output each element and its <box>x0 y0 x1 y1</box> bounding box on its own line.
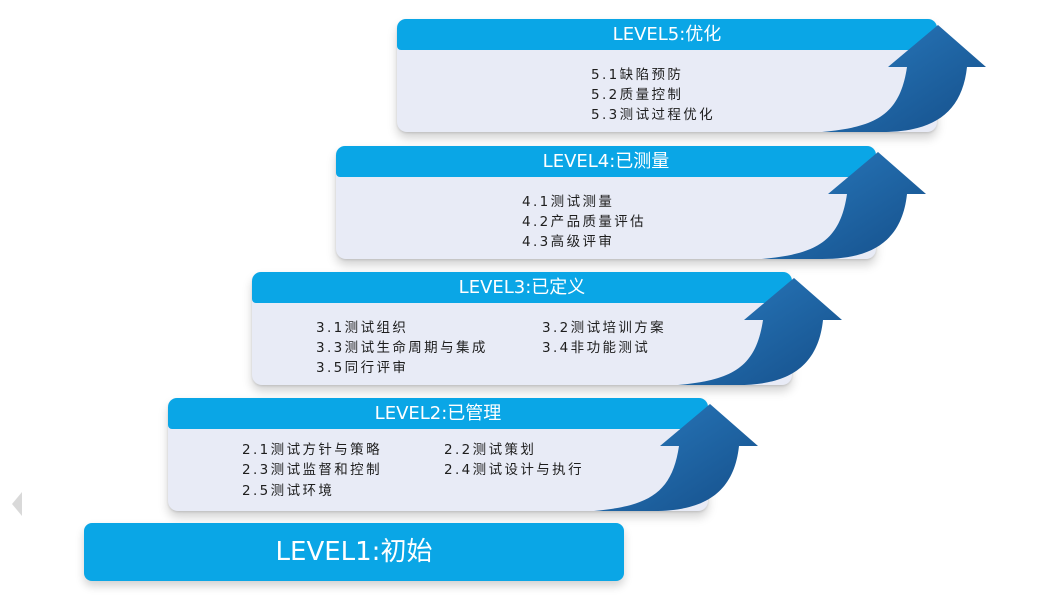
level5-item: 5.3测试过程优化 <box>591 107 716 123</box>
level5-item: 5.2质量控制 <box>591 87 684 103</box>
level3-up-arrow-icon <box>678 278 842 385</box>
level4-item: 4.2产品质量评估 <box>522 214 647 230</box>
level5-item: 5.1缺陷预防 <box>591 67 684 83</box>
level5-card: LEVEL5:优化 5.1缺陷预防 5.2质量控制 5.3测试过程优化 <box>397 19 937 132</box>
level5-title: LEVEL5:优化 <box>397 19 937 50</box>
level3-item: 3.2测试培训方案 <box>542 320 667 336</box>
level1-title: LEVEL1:初始 <box>84 523 624 581</box>
level5-body: 5.1缺陷预防 5.2质量控制 5.3测试过程优化 <box>397 50 937 132</box>
level4-item: 4.3高级评审 <box>522 234 615 250</box>
level3-item: 3.4非功能测试 <box>542 340 651 356</box>
level3-card: LEVEL3:已定义 3.1测试组织 3.2测试培训方案 3.3测试生命周期与集… <box>252 272 792 385</box>
level4-card: LEVEL4:已测量 4.1测试测量 4.2产品质量评估 4.3高级评审 <box>336 146 876 259</box>
level3-item: 3.5同行评审 <box>316 360 409 376</box>
level4-body: 4.1测试测量 4.2产品质量评估 4.3高级评审 <box>336 177 876 259</box>
level2-body: 2.1测试方针与策略 2.2测试策划 2.3测试监督和控制 2.4测试设计与执行… <box>168 429 708 511</box>
level2-title: LEVEL2:已管理 <box>168 398 708 429</box>
level3-item: 3.3测试生命周期与集成 <box>316 340 488 356</box>
level4-item: 4.1测试测量 <box>522 194 615 210</box>
level4-up-arrow-icon <box>762 152 926 259</box>
level3-item: 3.1测试组织 <box>316 320 409 336</box>
level2-card: LEVEL2:已管理 2.1测试方针与策略 2.2测试策划 2.3测试监督和控制… <box>168 398 708 511</box>
level5-up-arrow-icon <box>822 25 986 132</box>
level2-item: 2.5测试环境 <box>242 483 335 499</box>
level2-item: 2.3测试监督和控制 <box>242 462 382 478</box>
level2-item: 2.2测试策划 <box>444 442 537 458</box>
level4-title: LEVEL4:已测量 <box>336 146 876 177</box>
level3-body: 3.1测试组织 3.2测试培训方案 3.3测试生命周期与集成 3.4非功能测试 … <box>252 303 792 385</box>
level3-title: LEVEL3:已定义 <box>252 272 792 303</box>
level2-item: 2.4测试设计与执行 <box>444 462 584 478</box>
level2-item: 2.1测试方针与策略 <box>242 442 382 458</box>
left-edge-mark <box>12 492 22 516</box>
level2-up-arrow-icon <box>594 404 758 511</box>
